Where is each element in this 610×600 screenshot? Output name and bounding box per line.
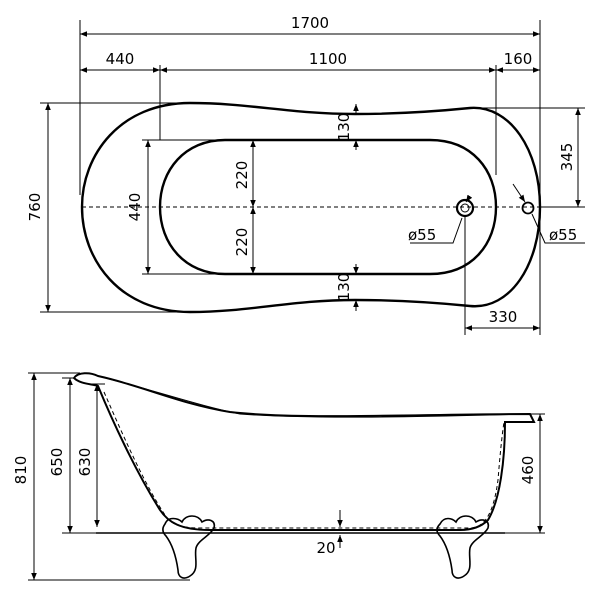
label-drain-diameter: ø55 [408, 226, 436, 244]
label-inner-depth: 630 [76, 448, 94, 477]
drain-circle [455, 198, 475, 218]
label-inner-width: 440 [126, 193, 144, 222]
left-foot [162, 515, 216, 579]
label-bottom-thickness: 20 [316, 539, 335, 557]
tub-body-outline [72, 372, 536, 531]
label-left-section: 440 [106, 50, 135, 68]
label-drain-offset-x: 330 [489, 308, 518, 326]
inner-basin-outline [158, 138, 498, 276]
overflow-circle [521, 201, 535, 215]
label-inner-half-top: 220 [233, 161, 251, 190]
drain-inner [460, 203, 470, 213]
outer-rim-outline [80, 101, 542, 314]
label-rim-top: 130 [335, 113, 353, 142]
label-inner-half-bottom: 220 [233, 228, 251, 257]
plan-view: 1700 440 1100 160 760 440 220 220 130 13… [26, 14, 585, 335]
label-rim-bottom: 130 [335, 273, 353, 302]
inner-basin-dashed [103, 391, 505, 529]
label-overflow-diameter: ø55 [549, 226, 577, 244]
right-foot [436, 515, 490, 579]
label-rim-height: 650 [48, 448, 66, 477]
label-drain-offset-y: 345 [558, 143, 576, 172]
label-total-height: 810 [12, 456, 30, 485]
label-foot-end-height: 460 [519, 456, 537, 485]
label-middle-section: 1100 [309, 50, 347, 68]
label-outer-width: 760 [26, 193, 44, 222]
label-overall-length: 1700 [291, 14, 329, 32]
side-elevation: 810 650 630 460 20 [12, 372, 545, 581]
label-right-section: 160 [504, 50, 533, 68]
